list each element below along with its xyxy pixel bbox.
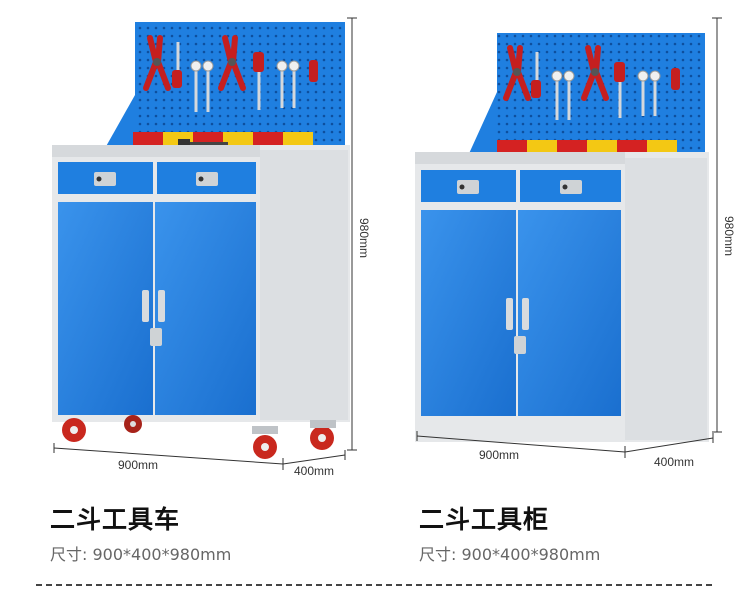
lock-icon — [96, 176, 102, 182]
product-title: 二斗工具柜 — [419, 505, 550, 534]
dashed-divider — [36, 584, 712, 586]
spec-label: 尺寸: — [419, 545, 457, 564]
door-handle-icon[interactable] — [522, 298, 529, 330]
drawer-handle-icon[interactable] — [196, 172, 218, 186]
cabinet-top-edge — [415, 152, 625, 164]
product-tool-cabinet: 900mm 400mm 980mm 二斗工具柜 尺寸: 900*400*980m… — [375, 0, 750, 592]
tool-cart-illustration — [52, 17, 357, 470]
cart-side-panel — [260, 150, 348, 420]
wrench-heads — [190, 60, 300, 72]
screwdriver-handles — [172, 52, 318, 88]
lock-icon — [562, 184, 568, 190]
door-left[interactable] — [421, 210, 516, 416]
pliers-tool — [143, 35, 171, 91]
door-right[interactable] — [155, 202, 256, 415]
door-handle-icon[interactable] — [158, 290, 165, 322]
dimension-lines — [416, 17, 722, 458]
lock-icon — [198, 176, 204, 182]
drawer-handle-icon[interactable] — [457, 180, 479, 194]
pliers-tool — [218, 35, 246, 91]
door-lock-icon — [514, 336, 526, 354]
pliers-tool — [503, 45, 531, 101]
depth-dimension-label: 400mm — [654, 455, 695, 469]
cart-top-edge — [52, 145, 260, 157]
dimension-lines — [53, 17, 357, 470]
drawer-handle-icon[interactable] — [94, 172, 116, 186]
pegboard-wing-left — [467, 92, 497, 158]
depth-dimension-label: 400mm — [294, 464, 335, 478]
screwdriver-handles — [531, 62, 680, 98]
tool-cabinet-illustration — [415, 17, 722, 458]
product-spec: 尺寸: 900*400*980mm — [419, 541, 600, 565]
width-dimension-label: 900mm — [479, 448, 520, 462]
spec-label: 尺寸: — [50, 545, 88, 564]
product-tool-cart: 900mm 400mm 980mm 二斗工具车 尺寸: 900*400*980m… — [50, 17, 371, 565]
caster-wheels — [62, 415, 336, 459]
hammer-head — [178, 139, 190, 149]
door-handle-icon[interactable] — [506, 298, 513, 330]
door-left[interactable] — [58, 202, 153, 415]
spec-value: 900*400*980mm — [461, 545, 601, 564]
pegboard-wing-left — [104, 95, 135, 150]
door-handle-icon[interactable] — [142, 290, 149, 322]
lock-icon — [459, 184, 465, 190]
product-title: 二斗工具车 — [50, 505, 181, 534]
drawer-handle-icon[interactable] — [560, 180, 582, 194]
door-right[interactable] — [518, 210, 621, 416]
height-dimension-label: 980mm — [722, 216, 736, 257]
height-dimension-label: 980mm — [357, 218, 371, 259]
door-lock-icon — [150, 328, 162, 346]
product-spec: 尺寸: 900*400*980mm — [50, 541, 231, 565]
pliers-tool — [581, 45, 609, 101]
hammer-tool — [186, 142, 228, 147]
width-dimension-label: 900mm — [118, 458, 159, 472]
wrench-heads — [551, 70, 661, 82]
spec-value: 900*400*980mm — [92, 545, 232, 564]
cabinet-side-panel — [625, 158, 707, 440]
